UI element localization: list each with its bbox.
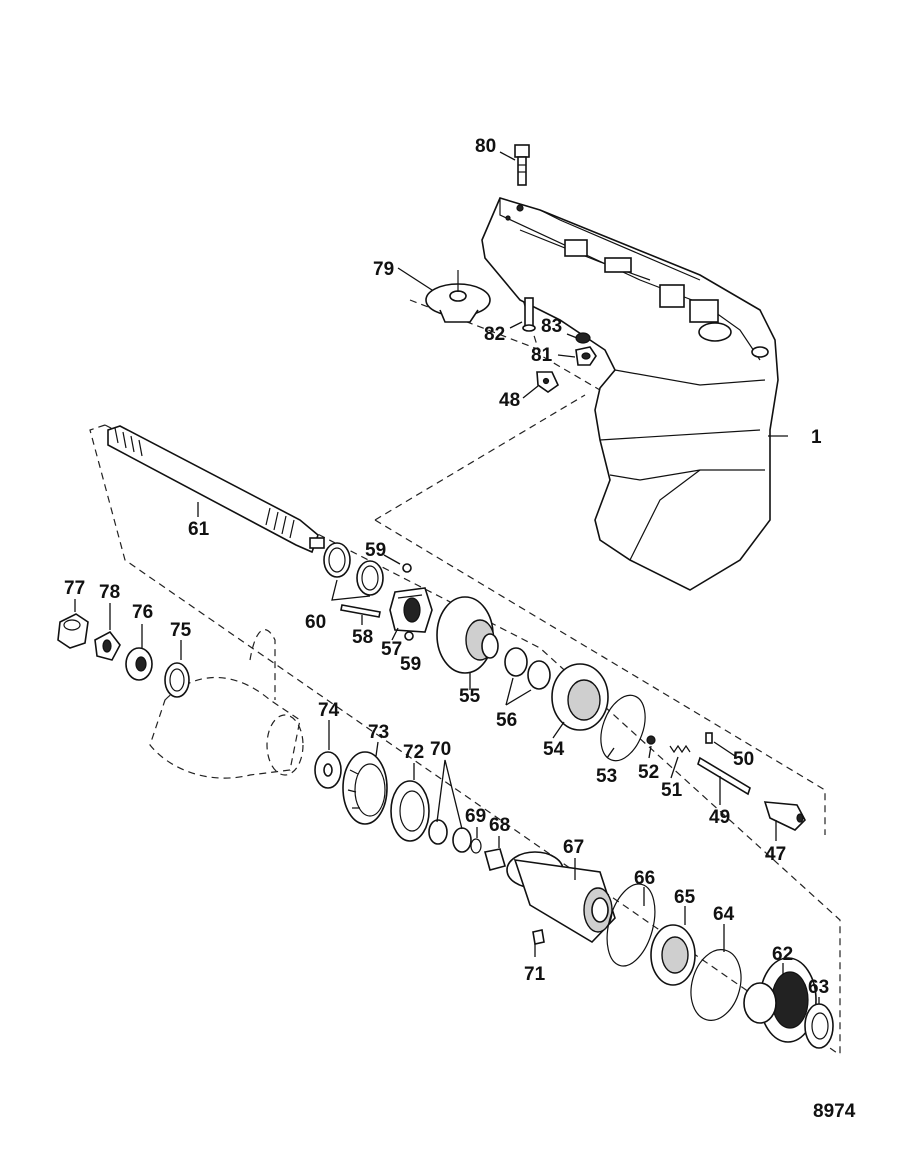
callout-51: 51 <box>661 780 683 801</box>
pin-58 <box>340 604 381 618</box>
callout-78: 78 <box>99 582 120 603</box>
callout-75: 75 <box>170 620 192 641</box>
callout-67: 67 <box>563 837 584 858</box>
callout-57: 57 <box>381 639 402 660</box>
key-71 <box>532 929 545 945</box>
retainer-75 <box>164 662 190 698</box>
callout-54: 54 <box>543 739 565 760</box>
shim-64 <box>690 949 742 1021</box>
callout-64: 64 <box>713 904 735 925</box>
gear-62 <box>743 957 817 1043</box>
bearing-65 <box>650 924 696 986</box>
gear-55 <box>436 596 499 674</box>
callout-62: 62 <box>772 944 793 965</box>
callout-68: 68 <box>489 815 510 836</box>
o-ring-53 <box>600 694 646 762</box>
bolt-80 <box>514 144 530 186</box>
washer-83 <box>575 332 591 344</box>
thrust-hub-76 <box>125 647 153 681</box>
callout-79: 79 <box>373 259 394 280</box>
callout-71: 71 <box>524 964 546 985</box>
callout-61: 61 <box>188 519 210 540</box>
screw-82 <box>522 297 536 332</box>
callout-59b: 59 <box>400 654 421 675</box>
callout-74: 74 <box>318 700 340 721</box>
propeller-shaft-61 <box>107 425 325 554</box>
callout-48: 48 <box>499 390 520 411</box>
callout-66: 66 <box>634 868 655 889</box>
callout-59a: 59 <box>365 540 386 561</box>
spring-51 <box>669 744 691 754</box>
o-ring-66 <box>606 883 656 967</box>
callout-63: 63 <box>808 977 829 998</box>
callout-82: 82 <box>484 324 505 345</box>
callout-47: 47 <box>765 844 786 865</box>
anode-79 <box>425 270 491 323</box>
bracket-48 <box>536 371 560 393</box>
callout-80: 80 <box>475 136 496 157</box>
gear-housing <box>481 197 779 591</box>
washer-74 <box>314 751 342 789</box>
leader-lines <box>74 151 820 1004</box>
callout-81: 81 <box>531 345 553 366</box>
pin-50 <box>705 732 713 744</box>
callout-69: 69 <box>465 806 486 827</box>
callout-83: 83 <box>541 316 562 337</box>
bearings-56 <box>504 647 551 690</box>
shift-shaft-49 <box>697 756 751 796</box>
cam-47 <box>763 801 806 831</box>
callout-labels: 1 47 48 49 50 51 52 53 54 55 56 57 58 59… <box>64 136 856 1122</box>
bearing-54 <box>551 663 609 731</box>
callout-52: 52 <box>638 762 659 783</box>
callout-73: 73 <box>368 722 389 743</box>
clutch-57 <box>389 587 433 633</box>
callout-65: 65 <box>674 887 696 908</box>
nut-77 <box>57 613 89 649</box>
nut-81 <box>575 346 597 366</box>
callout-56: 56 <box>496 710 517 731</box>
callout-60: 60 <box>305 612 326 633</box>
callout-70: 70 <box>430 739 451 760</box>
callout-77: 77 <box>64 578 85 599</box>
bearing-73 <box>342 751 388 825</box>
assembly-guide-lines <box>89 289 841 1056</box>
tab-washer-78 <box>94 630 121 661</box>
bearing-68 <box>483 848 506 871</box>
washer-69 <box>470 838 482 854</box>
bearing-carrier-67 <box>506 851 616 944</box>
callout-55: 55 <box>459 686 481 707</box>
balls-59 <box>402 563 414 641</box>
drawing-number: 8974 <box>813 1101 856 1122</box>
rings-60 <box>323 542 384 596</box>
callout-1: 1 <box>811 427 822 448</box>
bearing-63 <box>804 1003 834 1049</box>
callout-72: 72 <box>403 742 424 763</box>
callout-53: 53 <box>596 766 617 787</box>
callout-50: 50 <box>733 749 754 770</box>
callout-58: 58 <box>352 627 373 648</box>
propeller-outline <box>149 629 304 779</box>
callout-76: 76 <box>132 602 153 623</box>
retainer-72 <box>390 780 430 842</box>
ball-52 <box>646 735 656 745</box>
seals-70 <box>428 819 472 853</box>
callout-49: 49 <box>709 807 730 828</box>
